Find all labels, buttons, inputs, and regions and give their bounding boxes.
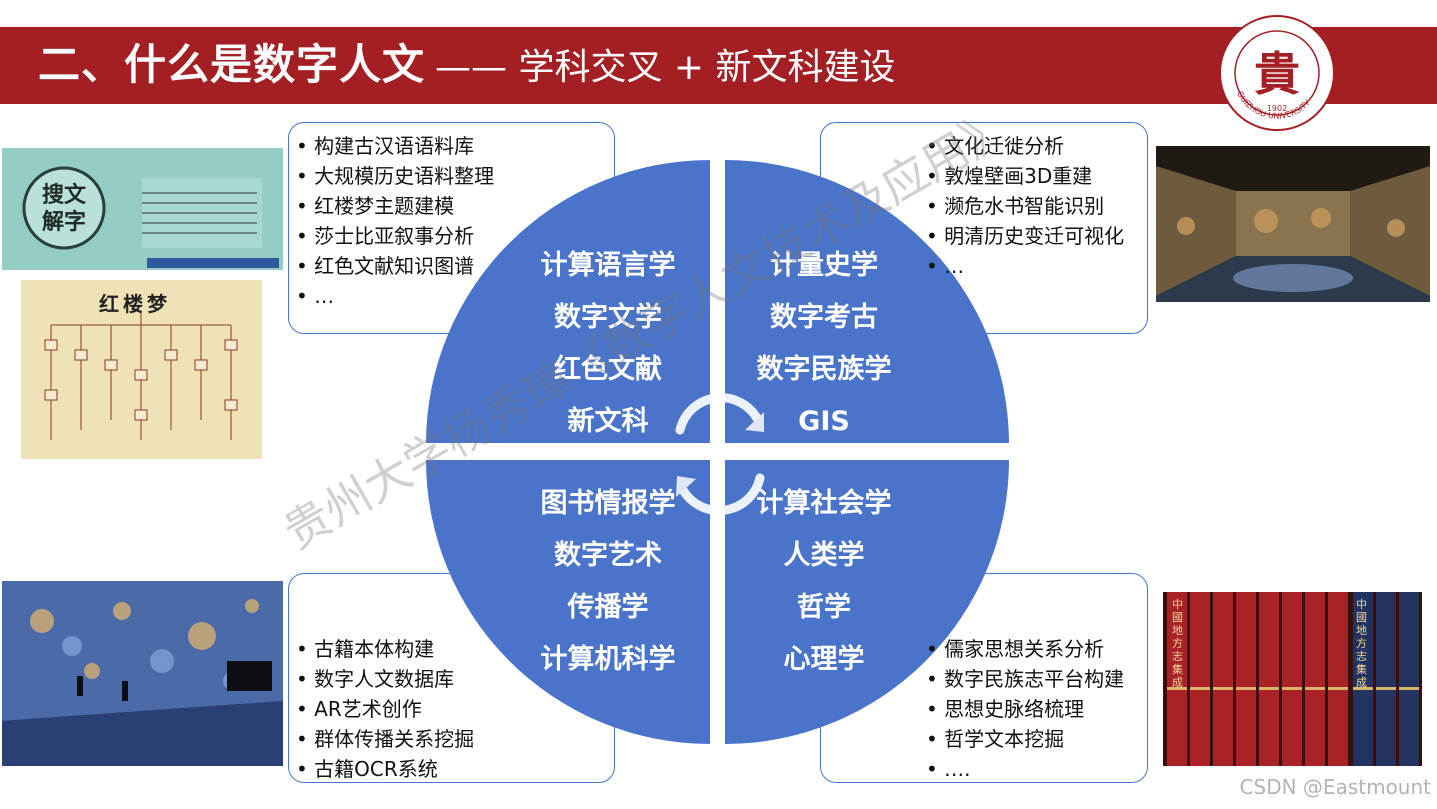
quadrant-bottom-right-labels: 计算社会学 人类学 哲学 心理学	[724, 478, 924, 686]
discipline-label: 计算机科学	[540, 644, 676, 675]
logo-char: 貴	[1254, 47, 1300, 101]
discipline-label: 新文科	[567, 406, 649, 437]
list-item: 构建古汉语语料库	[296, 131, 494, 161]
discipline-label: 数字考古	[770, 302, 878, 333]
list-item: 文化迁徙分析	[926, 131, 1124, 161]
list-item: AR艺术创作	[296, 694, 474, 724]
list-item: 敦煌壁画3D重建	[926, 161, 1124, 191]
discipline-label: 计算社会学	[756, 488, 892, 519]
image-digital-art-exhibit	[2, 581, 283, 766]
list-item: 数字民族志平台构建	[926, 664, 1124, 694]
discipline-label: 传播学	[567, 592, 649, 623]
list-item: …	[926, 251, 1124, 281]
discipline-label: 心理学	[783, 644, 865, 675]
list-bottom-left: 古籍本体构建 数字人文数据库 AR艺术创作 群体传播关系挖掘 古籍OCR系统	[296, 634, 474, 784]
image-honglou-title: 红楼梦	[99, 292, 171, 316]
image-dunhuang-exhibit	[1156, 146, 1430, 302]
list-bottom-right: 儒家思想关系分析 数字民族志平台构建 思想史脉络梳理 哲学文本挖掘 ….	[926, 634, 1124, 784]
csdn-credit: CSDN @Eastmount	[1239, 775, 1431, 799]
title-banner	[0, 27, 1437, 104]
image-sou-wen-title: 搜文解字	[41, 183, 86, 235]
pie-quadrant-top-right	[725, 160, 1009, 443]
page-title: 二、什么是数字人文—— 学科交叉 + 新文科建设	[38, 30, 896, 100]
discipline-label: 哲学	[797, 592, 851, 623]
list-item: 哲学文本挖掘	[926, 724, 1124, 754]
quadrant-top-right-labels: 计量史学 数字考古 数字民族学 GIS	[724, 240, 924, 448]
list-item: 数字人文数据库	[296, 664, 474, 694]
list-item: 濒危水书智能识别	[926, 191, 1124, 221]
title-sub: —— 学科交叉 + 新文科建设	[435, 47, 896, 88]
discipline-label: 计量史学	[770, 250, 878, 281]
list-item: 群体传播关系挖掘	[296, 724, 474, 754]
quadrant-top-left-labels: 计算语言学 数字文学 红色文献 新文科	[508, 240, 708, 448]
university-logo: 貴 1902 GUIZHOU UNIVERSITY	[1219, 15, 1335, 131]
quadrant-bottom-left-labels: 图书情报学 数字艺术 传播学 计算机科学	[508, 478, 708, 686]
logo-year: 1902	[1267, 104, 1287, 113]
list-item: 红色文献知识图谱	[296, 251, 494, 281]
pie-quadrant-top-left	[426, 160, 710, 443]
discipline-label: 红色文献	[554, 354, 662, 385]
list-item: 莎士比亚叙事分析	[296, 221, 494, 251]
discipline-label: 数字文学	[554, 302, 662, 333]
cycle-arrows-icon	[675, 393, 765, 515]
pie-quadrant-bottom-right	[725, 460, 1009, 744]
pie-quadrant-bottom-left	[426, 460, 710, 744]
image-sou-wen-jie-zi: 搜文解字	[2, 148, 283, 270]
discipline-label: 数字艺术	[554, 540, 662, 571]
list-item: 大规模历史语料整理	[296, 161, 494, 191]
discipline-label: 图书情报学	[540, 488, 676, 519]
list-item: 红楼梦主题建模	[296, 191, 494, 221]
list-item: 思想史脉络梳理	[926, 694, 1124, 724]
image-honglou-family-tree: 红楼梦	[21, 280, 262, 459]
list-top-right: 文化迁徙分析 敦煌壁画3D重建 濒危水书智能识别 明清历史变迁可视化 …	[926, 131, 1124, 281]
title-main: 二、什么是数字人文	[38, 40, 426, 89]
image-local-gazetteer-books: 中國地方志集成 中國地方志集成	[1163, 592, 1422, 766]
list-item: 明清历史变迁可视化	[926, 221, 1124, 251]
discipline-label: 计算语言学	[540, 250, 676, 281]
discipline-label: 人类学	[783, 540, 865, 571]
list-item: 古籍本体构建	[296, 634, 474, 664]
books-spine-label: 中國地方志集成	[1356, 598, 1367, 689]
discipline-label: GIS	[798, 406, 850, 437]
discipline-label: 数字民族学	[756, 354, 892, 385]
list-item: ….	[926, 754, 1124, 784]
list-item: …	[296, 281, 494, 311]
list-item: 古籍OCR系统	[296, 754, 474, 784]
list-item: 儒家思想关系分析	[926, 634, 1124, 664]
books-spine-label: 中國地方志集成	[1172, 598, 1183, 689]
list-top-left: 构建古汉语语料库 大规模历史语料整理 红楼梦主题建模 莎士比亚叙事分析 红色文献…	[296, 131, 494, 311]
